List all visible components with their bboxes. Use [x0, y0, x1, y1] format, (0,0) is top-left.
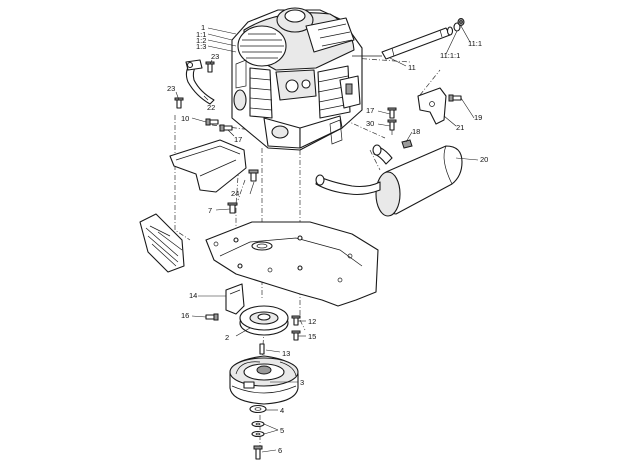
- bracket-14[interactable]: [225, 283, 245, 315]
- label-23-upper: 23: [211, 52, 219, 61]
- nut-11-1-1[interactable]: [457, 18, 465, 26]
- exhaust-tube[interactable]: [352, 26, 454, 60]
- label-15: 15: [308, 332, 316, 341]
- label-14: 14: [189, 291, 197, 300]
- label-1-2: 1:2: [196, 36, 206, 45]
- label-23-lower: 23: [167, 84, 175, 93]
- label-6: 6: [278, 446, 282, 455]
- washer-5-a[interactable]: [251, 420, 265, 428]
- pin-13[interactable]: [259, 343, 265, 355]
- label-17-engine: 17: [234, 135, 242, 144]
- label-18: 18: [412, 127, 420, 136]
- bolt-12[interactable]: [291, 315, 301, 326]
- bolt-6[interactable]: [253, 445, 263, 460]
- bolt-15[interactable]: [291, 330, 301, 341]
- hose-22[interactable]: [185, 59, 215, 105]
- label-1: 1: [201, 23, 205, 32]
- label-1-1: 1:1: [196, 30, 206, 39]
- callout-labels: 1 1:1 1:2 1:3 23 23 22 10 17 24 7 14 16 …: [167, 23, 488, 455]
- mower-deck-plate[interactable]: [205, 221, 379, 307]
- nut-18[interactable]: [401, 139, 413, 149]
- label-22: 22: [207, 103, 215, 112]
- label-13: 13: [282, 349, 290, 358]
- washer-4[interactable]: [249, 404, 267, 414]
- pulley-2[interactable]: [239, 305, 289, 336]
- label-11: 11: [408, 63, 416, 72]
- label-12: 12: [308, 317, 316, 326]
- bolt-17-muffler[interactable]: [387, 107, 397, 119]
- label-21: 21: [456, 123, 464, 132]
- label-19: 19: [474, 113, 482, 122]
- label-16: 16: [181, 311, 189, 320]
- engine-assembly[interactable]: [231, 7, 363, 151]
- muffler-20[interactable]: [315, 144, 463, 217]
- label-7: 7: [208, 206, 212, 215]
- bolt-24[interactable]: [248, 169, 259, 182]
- bolt-19[interactable]: [448, 94, 462, 102]
- label-17-muffler: 17: [366, 106, 374, 115]
- bolt-17-engine[interactable]: [219, 124, 233, 132]
- label-2: 2: [225, 333, 229, 342]
- label-5: 5: [280, 426, 284, 435]
- muffler-bracket-21[interactable]: [417, 87, 447, 125]
- label-4: 4: [280, 406, 284, 415]
- label-30: 30: [366, 119, 374, 128]
- bolt-30[interactable]: [387, 119, 397, 131]
- heat-shield[interactable]: [169, 139, 247, 193]
- leader-lines: [175, 25, 479, 453]
- washer-5-b[interactable]: [251, 430, 265, 438]
- bolt-10[interactable]: [205, 118, 219, 126]
- label-3: 3: [300, 378, 304, 387]
- bolt-16[interactable]: [205, 313, 219, 321]
- label-24: 24: [231, 189, 239, 198]
- label-10: 10: [181, 114, 189, 123]
- label-1-3: 1:3: [196, 42, 206, 51]
- label-11-1: 11:1: [468, 39, 482, 48]
- clutch-3[interactable]: [229, 355, 299, 405]
- label-20: 20: [480, 155, 488, 164]
- side-guard[interactable]: [139, 213, 185, 273]
- label-11-1-1: 11:1:1: [440, 51, 460, 60]
